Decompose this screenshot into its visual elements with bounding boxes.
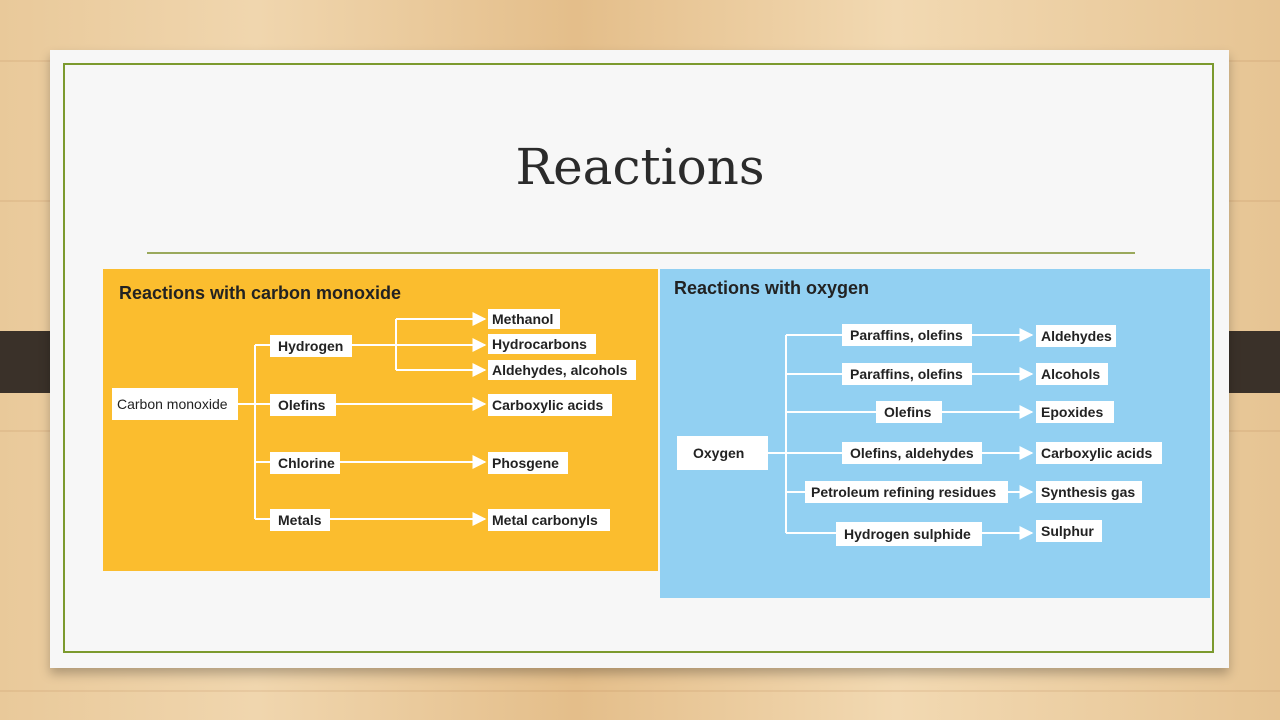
oxygen-product-node: Synthesis gas (1036, 481, 1142, 503)
oxygen-reagent-node: Hydrogen sulphide (836, 522, 982, 546)
oxygen-reagent-node: Paraffins, olefins (842, 363, 972, 385)
oxygen-reagent-node: Paraffins, olefins (842, 324, 972, 346)
co-connectors (238, 312, 487, 526)
oxygen-connectors (768, 328, 1034, 540)
oxygen-product-node: Carboxylic acids (1036, 442, 1162, 464)
co-product-node: Phosgene (488, 452, 568, 474)
svg-text:Carboxylic acids: Carboxylic acids (1041, 445, 1152, 461)
svg-text:Hydrogen sulphide: Hydrogen sulphide (844, 526, 971, 542)
co-product-node: Carboxylic acids (488, 394, 612, 416)
oxygen-product-node: Alcohols (1036, 363, 1108, 385)
svg-text:Olefins: Olefins (278, 397, 326, 413)
svg-text:Olefins: Olefins (884, 404, 932, 420)
svg-text:Hydrogen: Hydrogen (278, 338, 343, 354)
svg-text:Olefins, aldehydes: Olefins, aldehydes (850, 445, 974, 461)
svg-text:Metals: Metals (278, 512, 322, 528)
co-reagent-node: Chlorine (270, 452, 340, 474)
svg-text:Chlorine: Chlorine (278, 455, 335, 471)
svg-text:Carboxylic acids: Carboxylic acids (492, 397, 603, 413)
co-source-node: Carbon monoxide (112, 388, 238, 420)
oxygen-reagent-node: Petroleum refining residues (805, 481, 1008, 503)
co-product-node: Methanol (488, 309, 560, 329)
oxygen-heading: Reactions with oxygen (674, 278, 869, 298)
co-reagent-node: Metals (270, 509, 330, 531)
svg-text:Petroleum refining residues: Petroleum refining residues (811, 484, 996, 500)
slide-frame (63, 63, 1214, 653)
co-product-node: Aldehydes, alcohols (488, 360, 636, 380)
co-reagent-node: Hydrogen (270, 335, 352, 357)
co-reagent-node: Olefins (270, 394, 336, 416)
co-product-node: Hydrocarbons (488, 334, 596, 354)
oxygen-product-node: Aldehydes (1036, 325, 1116, 347)
svg-text:Paraffins, olefins: Paraffins, olefins (850, 366, 963, 382)
title-divider (147, 252, 1135, 254)
svg-text:Metal carbonyls: Metal carbonyls (492, 512, 598, 528)
svg-text:Epoxides: Epoxides (1041, 404, 1103, 420)
svg-text:Phosgene: Phosgene (492, 455, 559, 471)
co-heading: Reactions with carbon monoxide (119, 283, 401, 303)
svg-text:Paraffins, olefins: Paraffins, olefins (850, 327, 963, 343)
svg-text:Carbon monoxide: Carbon monoxide (117, 396, 228, 412)
oxygen-product-node: Sulphur (1036, 520, 1102, 542)
svg-text:Hydrocarbons: Hydrocarbons (492, 336, 587, 352)
svg-text:Alcohols: Alcohols (1041, 366, 1100, 382)
co-product-node: Metal carbonyls (488, 509, 610, 531)
slide-title: Reactions (515, 138, 765, 196)
svg-text:Aldehydes, alcohols: Aldehydes, alcohols (492, 362, 628, 378)
oxygen-panel-background (660, 269, 1210, 598)
oxygen-reagent-node: Olefins (876, 401, 942, 423)
svg-text:Methanol: Methanol (492, 311, 553, 327)
oxygen-reagent-node: Olefins, aldehydes (842, 442, 982, 464)
svg-text:Sulphur: Sulphur (1041, 523, 1094, 539)
svg-text:Oxygen: Oxygen (693, 445, 744, 461)
co-panel: Reactions with carbon monoxide Carbon mo… (103, 269, 658, 571)
oxygen-source-node: Oxygen (677, 436, 768, 470)
svg-text:Synthesis gas: Synthesis gas (1041, 484, 1135, 500)
oxygen-panel: Reactions with oxygen Oxygen Paraffins, … (660, 269, 1210, 598)
oxygen-product-node: Epoxides (1036, 401, 1114, 423)
svg-text:Aldehydes: Aldehydes (1041, 328, 1112, 344)
